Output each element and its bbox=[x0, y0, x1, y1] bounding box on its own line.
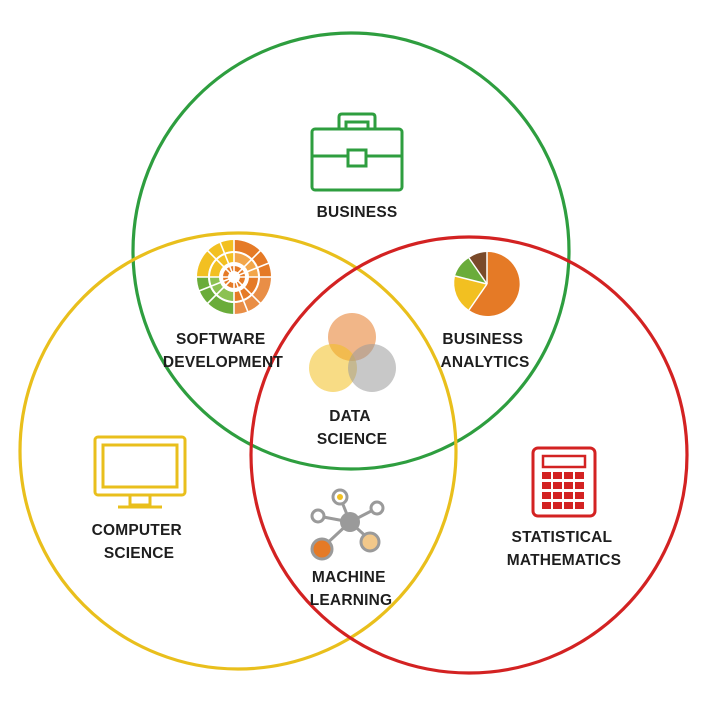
calculator-key bbox=[564, 482, 573, 489]
calculator-key bbox=[553, 472, 562, 479]
label-data-science-line-2: SCIENCE bbox=[317, 431, 387, 448]
calculator-key bbox=[564, 472, 573, 479]
calculator-key bbox=[575, 482, 584, 489]
calculator-key bbox=[542, 482, 551, 489]
calculator-key bbox=[564, 502, 573, 509]
calculator-key bbox=[575, 492, 584, 499]
label-computer-science: COMPUTER SCIENCE bbox=[92, 522, 187, 562]
statistics-circle bbox=[249, 235, 689, 675]
monitor-icon bbox=[93, 435, 187, 509]
network-graph-icon bbox=[310, 488, 385, 561]
label-business-line-1: BUSINESS bbox=[317, 204, 398, 221]
business-circle bbox=[131, 31, 571, 471]
sunburst-chart-icon bbox=[196, 239, 272, 315]
briefcase-icon bbox=[310, 112, 404, 192]
label-machine-learning: MACHINE LEARNING bbox=[310, 569, 393, 609]
calculator-key bbox=[553, 492, 562, 499]
label-machine-learning-line-1: MACHINE bbox=[312, 569, 386, 586]
label-statistical-mathematics-line-1: STATISTICAL bbox=[512, 529, 612, 546]
label-business-analytics: BUSINESS ANALYTICS bbox=[440, 331, 529, 371]
calculator-key bbox=[564, 492, 573, 499]
label-software-development-line-2: DEVELOPMENT bbox=[163, 354, 284, 371]
label-statistical-mathematics-line-2: MATHEMATICS bbox=[507, 552, 621, 569]
label-computer-science-line-1: COMPUTER bbox=[92, 522, 182, 539]
calculator-key bbox=[542, 502, 551, 509]
calculator-key bbox=[553, 502, 562, 509]
label-software-development-line-1: SOFTWARE bbox=[176, 331, 265, 348]
pie-chart-icon bbox=[454, 251, 520, 316]
calculator-key bbox=[542, 492, 551, 499]
venn-icon bbox=[309, 313, 396, 392]
label-business-analytics-line-1: BUSINESS bbox=[442, 331, 523, 348]
label-business: BUSINESS bbox=[317, 204, 398, 221]
calculator-key bbox=[575, 472, 584, 479]
computer-science-circle bbox=[18, 231, 458, 671]
calculator-icon bbox=[531, 446, 597, 518]
label-machine-learning-line-2: LEARNING bbox=[310, 592, 393, 609]
label-data-science: DATA SCIENCE bbox=[317, 408, 387, 448]
calculator-key bbox=[553, 482, 562, 489]
label-computer-science-line-2: SCIENCE bbox=[104, 545, 174, 562]
label-software-development: SOFTWARE DEVELOPMENT bbox=[163, 331, 284, 371]
label-statistical-mathematics: STATISTICAL MATHEMATICS bbox=[507, 529, 621, 569]
label-business-analytics-line-2: ANALYTICS bbox=[440, 354, 529, 371]
calculator-key bbox=[542, 472, 551, 479]
label-data-science-line-1: DATA bbox=[329, 408, 370, 425]
calculator-key bbox=[575, 502, 584, 509]
